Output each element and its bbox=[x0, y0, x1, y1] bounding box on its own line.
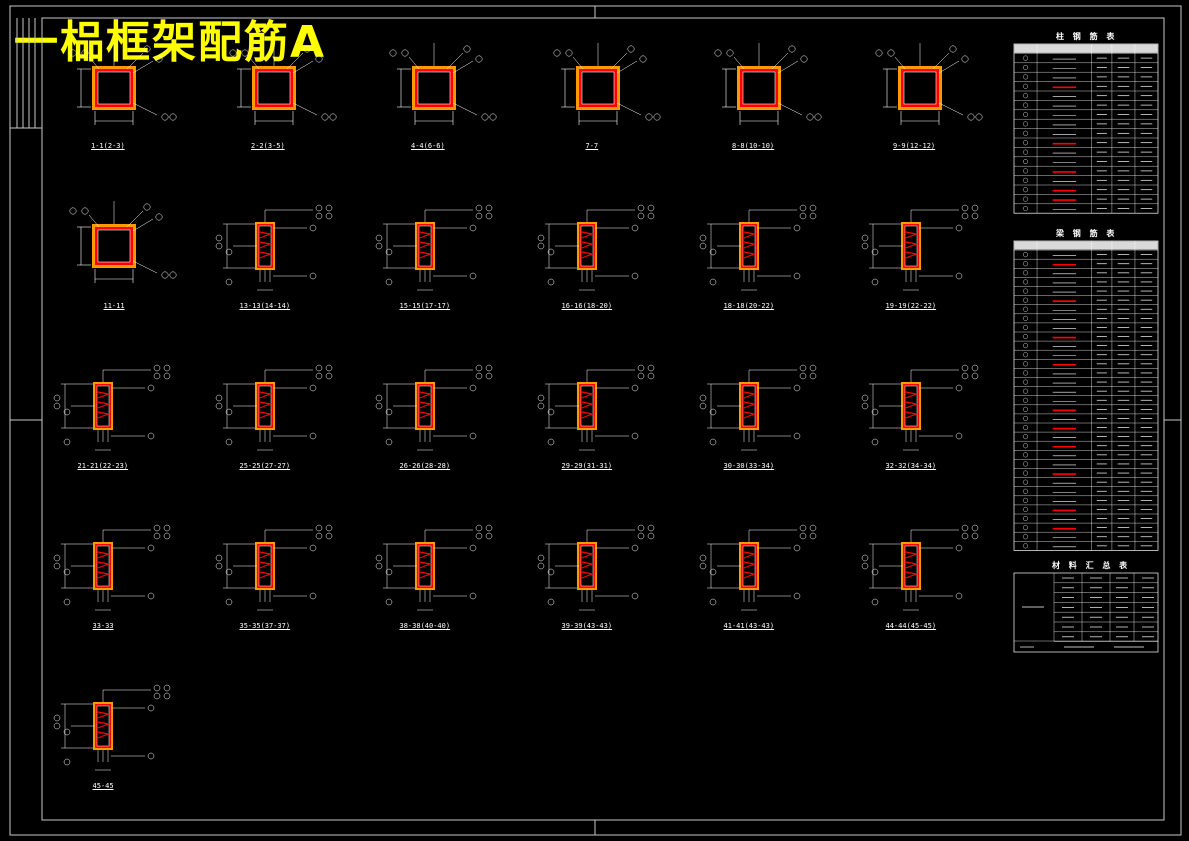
material-summary-table bbox=[1013, 572, 1159, 653]
section-label: 41-41(43-43) bbox=[723, 622, 775, 630]
section-label: 11-11 bbox=[103, 302, 125, 310]
inner-border bbox=[41, 17, 1165, 821]
section-label: 7-7 bbox=[585, 142, 599, 150]
beam-section bbox=[215, 204, 333, 291]
section-label: 1-1(2-3) bbox=[91, 142, 125, 150]
section-label: 21-21(22-23) bbox=[77, 462, 129, 470]
beam-section bbox=[861, 204, 979, 291]
section-label: 15-15(17-17) bbox=[399, 302, 451, 310]
section-label: 45-45 bbox=[92, 782, 114, 790]
table-title: 梁 钢 筋 表 bbox=[1056, 229, 1118, 238]
tables-layer bbox=[1013, 43, 1159, 653]
column-section bbox=[389, 43, 497, 125]
beam-section bbox=[699, 364, 817, 451]
column-section bbox=[69, 201, 177, 283]
column-section bbox=[875, 43, 983, 125]
section-label: 19-19(22-22) bbox=[885, 302, 937, 310]
section-label: 8-8(10-10) bbox=[732, 142, 775, 150]
beam-section bbox=[699, 204, 817, 291]
section-label: 2-2(3-5) bbox=[251, 142, 285, 150]
section-label: 30-30(33-34) bbox=[723, 462, 775, 470]
column-section bbox=[714, 43, 822, 125]
table-title: 柱 钢 筋 表 bbox=[1056, 32, 1118, 41]
section-label: 32-32(34-34) bbox=[885, 462, 937, 470]
section-label: 29-29(31-31) bbox=[561, 462, 613, 470]
binding-strip bbox=[10, 18, 42, 129]
beam-section bbox=[53, 684, 171, 771]
section-label: 38-38(40-40) bbox=[399, 622, 451, 630]
beam-section bbox=[53, 524, 171, 611]
beam-section bbox=[215, 364, 333, 451]
section-label: 26-26(28-28) bbox=[399, 462, 451, 470]
sections-layer bbox=[53, 43, 983, 771]
beam-section bbox=[537, 364, 655, 451]
beam-section bbox=[53, 364, 171, 451]
beam-section bbox=[215, 524, 333, 611]
section-label: 33-33 bbox=[92, 622, 114, 630]
column-section bbox=[69, 43, 177, 125]
section-label: 39-39(43-43) bbox=[561, 622, 613, 630]
section-label: 16-16(18-20) bbox=[561, 302, 613, 310]
section-label: 25-25(27-27) bbox=[239, 462, 291, 470]
beam-section bbox=[861, 364, 979, 451]
section-label: 44-44(45-45) bbox=[885, 622, 937, 630]
column-section bbox=[229, 43, 337, 125]
column-rebar-table bbox=[1013, 43, 1159, 214]
table-title: 材 料 汇 总 表 bbox=[1052, 561, 1131, 570]
column-section bbox=[553, 43, 661, 125]
beam-section bbox=[375, 204, 493, 291]
section-label: 4-4(6-6) bbox=[411, 142, 445, 150]
beam-section bbox=[375, 524, 493, 611]
section-label: 35-35(37-37) bbox=[239, 622, 291, 630]
beam-section bbox=[699, 524, 817, 611]
section-label: 9-9(12-12) bbox=[893, 142, 936, 150]
beam-section bbox=[861, 524, 979, 611]
drawing-title: 一榀框架配筋A bbox=[14, 17, 327, 68]
beam-section bbox=[537, 204, 655, 291]
beam-rebar-table bbox=[1013, 240, 1159, 551]
beam-section bbox=[375, 364, 493, 451]
section-label: 18-18(20-22) bbox=[723, 302, 775, 310]
beam-section bbox=[537, 524, 655, 611]
section-label: 13-13(14-14) bbox=[239, 302, 291, 310]
